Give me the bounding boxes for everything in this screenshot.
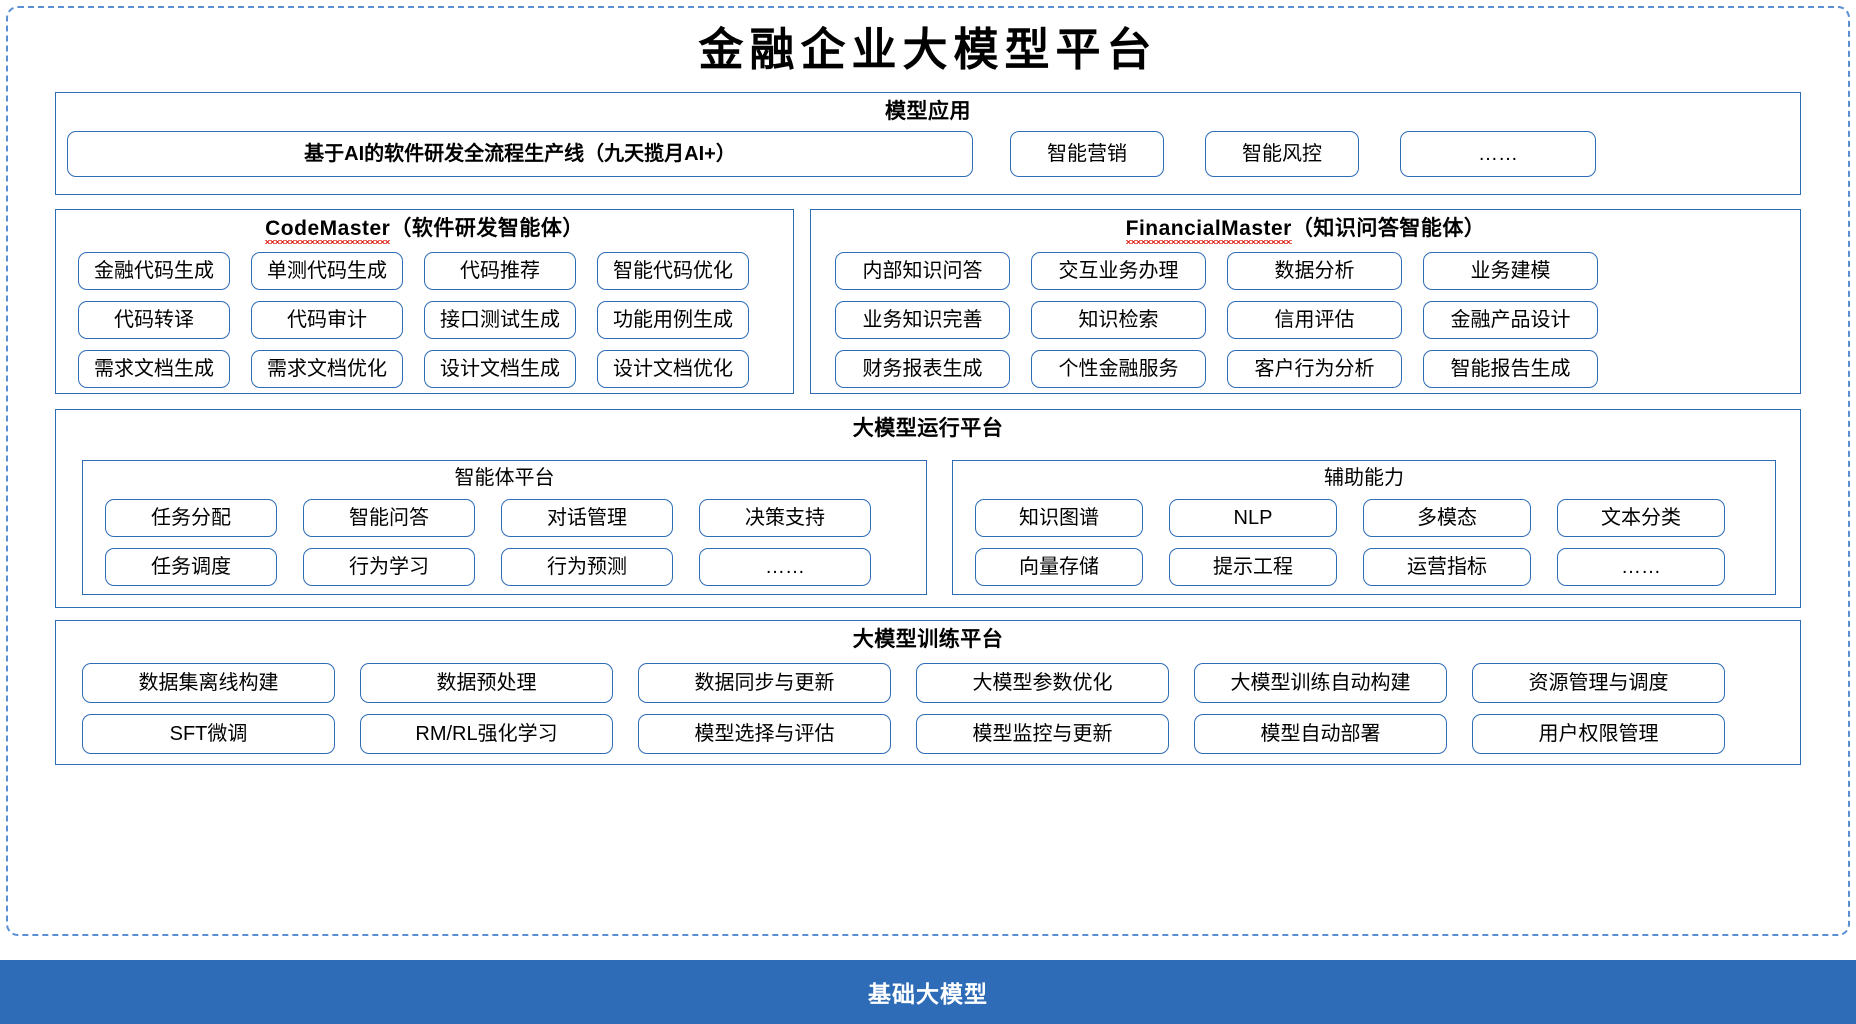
cm-item-1-0[interactable]: 代码转译 <box>78 301 230 339</box>
subsection-title-auxiliary-capability: 辅助能力 <box>1324 467 1404 489</box>
section-title-financial-master: FinancialMaster（知识问答智能体） <box>811 210 1800 245</box>
ap-item-0-1[interactable]: 智能问答 <box>303 499 475 537</box>
fm-item-0-0[interactable]: 内部知识问答 <box>835 252 1010 290</box>
financial-master-suffix: （知识问答智能体） <box>1291 217 1486 240</box>
fm-item-0-2[interactable]: 数据分析 <box>1227 252 1402 290</box>
tp-item-1-1[interactable]: RM/RL强化学习 <box>360 714 613 754</box>
tp-item-0-1[interactable]: 数据预处理 <box>360 663 613 703</box>
ap-item-0-0[interactable]: 任务分配 <box>105 499 277 537</box>
aux-item-0-2[interactable]: 多模态 <box>1363 499 1531 537</box>
cm-item-1-2[interactable]: 接口测试生成 <box>424 301 576 339</box>
fm-item-2-3[interactable]: 智能报告生成 <box>1423 350 1598 388</box>
financial-master-row-3: 财务报表生成 个性金融服务 客户行为分析 智能报告生成 <box>835 350 1776 388</box>
section-runtime-platform: 大模型运行平台 智能体平台 任务分配 智能问答 对话管理 决策支持 任务调度 行… <box>55 409 1801 608</box>
fm-item-1-3[interactable]: 金融产品设计 <box>1423 301 1598 339</box>
aux-item-1-3[interactable]: …… <box>1557 548 1725 586</box>
section-financial-master: FinancialMaster（知识问答智能体） 内部知识问答 交互业务办理 数… <box>810 209 1801 394</box>
fm-item-2-0[interactable]: 财务报表生成 <box>835 350 1010 388</box>
aux-item-1-1[interactable]: 提示工程 <box>1169 548 1337 586</box>
model-application-items: 基于AI的软件研发全流程生产线（九天揽月AI+） 智能营销 智能风控 …… <box>67 131 1791 177</box>
aux-item-0-3[interactable]: 文本分类 <box>1557 499 1725 537</box>
subsection-title-agent-platform: 智能体平台 <box>454 467 555 489</box>
fm-item-0-3[interactable]: 业务建模 <box>1423 252 1598 290</box>
financial-master-items: 内部知识问答 交互业务办理 数据分析 业务建模 业务知识完善 知识检索 信用评估… <box>811 252 1800 388</box>
cm-item-0-0[interactable]: 金融代码生成 <box>78 252 230 290</box>
agent-platform-row-1: 任务分配 智能问答 对话管理 决策支持 <box>105 499 904 537</box>
app-item-smart-marketing[interactable]: 智能营销 <box>1010 131 1164 177</box>
subsection-agent-platform: 智能体平台 任务分配 智能问答 对话管理 决策支持 任务调度 行为学习 行为预测… <box>82 460 927 595</box>
page-title: 金融企业大模型平台 <box>698 23 1158 76</box>
tp-item-1-0[interactable]: SFT微调 <box>82 714 335 754</box>
cm-item-2-1[interactable]: 需求文档优化 <box>251 350 403 388</box>
aux-item-1-2[interactable]: 运营指标 <box>1363 548 1531 586</box>
base-model-bar: 基础大模型 <box>0 960 1856 1024</box>
cm-item-2-0[interactable]: 需求文档生成 <box>78 350 230 388</box>
tp-item-1-4[interactable]: 模型自动部署 <box>1194 714 1447 754</box>
cm-item-0-3[interactable]: 智能代码优化 <box>597 252 749 290</box>
training-row-1: 数据集离线构建 数据预处理 数据同步与更新 大模型参数优化 大模型训练自动构建 … <box>82 663 1774 703</box>
agent-platform-items: 任务分配 智能问答 对话管理 决策支持 任务调度 行为学习 行为预测 …… <box>83 499 926 586</box>
financial-master-name: FinancialMaster <box>1125 217 1293 245</box>
aux-item-0-1[interactable]: NLP <box>1169 499 1337 537</box>
ap-item-1-2[interactable]: 行为预测 <box>501 548 673 586</box>
cm-item-1-3[interactable]: 功能用例生成 <box>597 301 749 339</box>
cm-item-0-2[interactable]: 代码推荐 <box>424 252 576 290</box>
tp-item-0-4[interactable]: 大模型训练自动构建 <box>1194 663 1447 703</box>
code-master-suffix: （软件研发智能体） <box>390 217 584 240</box>
ap-item-1-0[interactable]: 任务调度 <box>105 548 277 586</box>
base-model-label: 基础大模型 <box>868 981 988 1007</box>
aux-item-1-0[interactable]: 向量存储 <box>975 548 1143 586</box>
fm-item-1-0[interactable]: 业务知识完善 <box>835 301 1010 339</box>
fm-item-0-1[interactable]: 交互业务办理 <box>1031 252 1206 290</box>
fm-item-1-2[interactable]: 信用评估 <box>1227 301 1402 339</box>
app-item-more[interactable]: …… <box>1400 131 1596 177</box>
cm-item-2-3[interactable]: 设计文档优化 <box>597 350 749 388</box>
section-training-platform: 大模型训练平台 数据集离线构建 数据预处理 数据同步与更新 大模型参数优化 大模… <box>55 620 1801 765</box>
tp-item-0-0[interactable]: 数据集离线构建 <box>82 663 335 703</box>
financial-master-row-1: 内部知识问答 交互业务办理 数据分析 业务建模 <box>835 252 1776 290</box>
tp-item-1-5[interactable]: 用户权限管理 <box>1472 714 1725 754</box>
financial-master-row-2: 业务知识完善 知识检索 信用评估 金融产品设计 <box>835 301 1776 339</box>
section-code-master: CodeMaster（软件研发智能体） 金融代码生成 单测代码生成 代码推荐 智… <box>55 209 794 394</box>
code-master-row-3: 需求文档生成 需求文档优化 设计文档生成 设计文档优化 <box>78 350 771 388</box>
code-master-row-1: 金融代码生成 单测代码生成 代码推荐 智能代码优化 <box>78 252 771 290</box>
agent-platform-row-2: 任务调度 行为学习 行为预测 …… <box>105 548 904 586</box>
tp-item-1-2[interactable]: 模型选择与评估 <box>638 714 891 754</box>
training-platform-items: 数据集离线构建 数据预处理 数据同步与更新 大模型参数优化 大模型训练自动构建 … <box>56 663 1800 754</box>
subsection-auxiliary-capability: 辅助能力 知识图谱 NLP 多模态 文本分类 向量存储 提示工程 运营指标 …… <box>952 460 1776 595</box>
section-title-code-master: CodeMaster（软件研发智能体） <box>56 210 793 245</box>
tp-item-0-5[interactable]: 资源管理与调度 <box>1472 663 1725 703</box>
tp-item-0-3[interactable]: 大模型参数优化 <box>916 663 1169 703</box>
section-title-training-platform: 大模型训练平台 <box>852 628 1004 651</box>
cm-item-1-1[interactable]: 代码审计 <box>251 301 403 339</box>
cm-item-2-2[interactable]: 设计文档生成 <box>424 350 576 388</box>
training-row-2: SFT微调 RM/RL强化学习 模型选择与评估 模型监控与更新 模型自动部署 用… <box>82 714 1774 754</box>
section-title-model-application: 模型应用 <box>885 100 971 123</box>
app-item-smart-risk-control[interactable]: 智能风控 <box>1205 131 1359 177</box>
fm-item-2-2[interactable]: 客户行为分析 <box>1227 350 1402 388</box>
aux-item-0-0[interactable]: 知识图谱 <box>975 499 1143 537</box>
auxiliary-row-1: 知识图谱 NLP 多模态 文本分类 <box>975 499 1753 537</box>
auxiliary-items: 知识图谱 NLP 多模态 文本分类 向量存储 提示工程 运营指标 …… <box>953 499 1775 586</box>
ap-item-1-3[interactable]: …… <box>699 548 871 586</box>
code-master-row-2: 代码转译 代码审计 接口测试生成 功能用例生成 <box>78 301 771 339</box>
auxiliary-row-2: 向量存储 提示工程 运营指标 …… <box>975 548 1753 586</box>
ap-item-0-2[interactable]: 对话管理 <box>501 499 673 537</box>
fm-item-1-1[interactable]: 知识检索 <box>1031 301 1206 339</box>
section-model-application: 模型应用 基于AI的软件研发全流程生产线（九天揽月AI+） 智能营销 智能风控 … <box>55 92 1801 195</box>
tp-item-1-3[interactable]: 模型监控与更新 <box>916 714 1169 754</box>
ap-item-0-3[interactable]: 决策支持 <box>699 499 871 537</box>
tp-item-0-2[interactable]: 数据同步与更新 <box>638 663 891 703</box>
app-item-ai-pipeline[interactable]: 基于AI的软件研发全流程生产线（九天揽月AI+） <box>67 131 973 177</box>
fm-item-2-1[interactable]: 个性金融服务 <box>1031 350 1206 388</box>
section-title-runtime-platform: 大模型运行平台 <box>852 417 1004 440</box>
cm-item-0-1[interactable]: 单测代码生成 <box>251 252 403 290</box>
code-master-items: 金融代码生成 单测代码生成 代码推荐 智能代码优化 代码转译 代码审计 接口测试… <box>56 252 793 388</box>
code-master-name: CodeMaster <box>265 217 391 245</box>
ap-item-1-1[interactable]: 行为学习 <box>303 548 475 586</box>
